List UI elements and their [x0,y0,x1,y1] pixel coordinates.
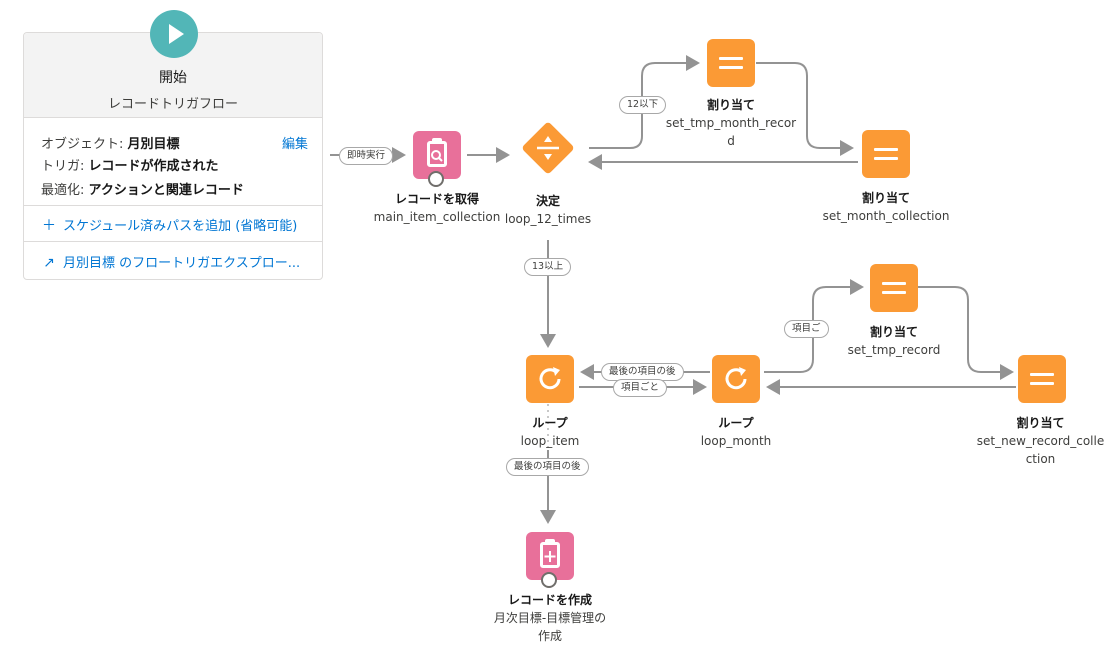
equals-icon [1030,373,1054,376]
optimize-label: 最適化: [41,183,85,198]
immediate-path-label[interactable]: 即時実行 [339,147,394,165]
loop-item-node[interactable] [526,355,574,403]
loop-item-label: ループ loop_item [490,414,610,450]
assign-tmp-record-node[interactable] [870,264,918,312]
optimize-value: アクションと関連レコード [88,183,244,198]
loop-item-title: ループ [532,416,568,430]
loop-icon [539,367,561,390]
equals-icon [719,57,743,60]
decision-api: loop_12_times [504,212,592,226]
card-divider [24,205,322,206]
object-value: 月別目標 [127,137,180,152]
ge13-outcome-label[interactable]: 13以上 [524,258,572,276]
assign-month-collection-node[interactable] [862,130,910,178]
plus-icon: ＋ [42,218,56,234]
add-scheduled-path-link[interactable]: ＋ スケジュール済みパスを追加 (省略可能) [41,215,297,235]
get-records-title: レコードを取得 [394,192,479,206]
assign-new-record-label: 割り当て set_new_record_colle ction [967,414,1114,468]
start-subtitle: レコードトリガフロー [107,97,238,112]
equals-icon [1030,382,1054,385]
loop-month-title: ループ [718,416,754,430]
clipboard-icon [540,542,560,568]
start-card[interactable]: 開始 レコードトリガフロー オブジェクト: 月別目標 編集 トリガ: レコードが… [23,10,323,280]
edge-assign3-assign4 [918,286,1014,380]
create-records-api-cont: 作成 [537,629,562,643]
loop-month-api: loop_month [700,434,772,448]
get-records-api: main_item_collection [373,210,501,224]
edit-link[interactable]: 編集 [281,137,308,152]
clipboard-icon [427,141,447,167]
loop-month-label: ループ loop_month [676,414,796,450]
plus-icon [544,551,556,562]
assign-tmp-month-title: 割り当て [706,98,755,112]
assign-new-record-title: 割り当て [1016,416,1065,430]
assign-month-collection-title: 割り当て [861,191,910,205]
card-divider [24,241,322,242]
assign-month-collection-api: set_month_collection [822,209,950,223]
trigger-row: トリガ: レコードが作成された [41,155,219,174]
object-row: オブジェクト: 月別目標 [41,133,180,152]
equals-icon [874,157,898,160]
trigger-value: レコードが作成された [88,159,219,174]
start-title: 開始 [159,70,187,86]
create-records-title: レコードを作成 [507,593,592,607]
le12-outcome-label[interactable]: 12以下 [619,96,667,114]
equals-icon [874,148,898,151]
external-link-icon: ↗ [43,255,55,271]
edge-assign1-assign2 [756,62,854,156]
search-icon [431,150,443,162]
assign-new-record-api-cont: ction [1025,452,1056,466]
assign-new-record-node[interactable] [1018,355,1066,403]
loop-month-node[interactable] [712,355,760,403]
create-records-label: レコードを作成 月次目標-目標管理の 作成 [470,591,630,645]
node-connector-handle[interactable] [541,572,557,588]
assign-new-record-api: set_new_record_colle [976,434,1105,448]
loop-item-api: loop_item [520,434,580,448]
play-icon[interactable] [150,10,198,58]
assign-tmp-month-label: 割り当て set_tmp_month_recor d [651,96,811,150]
explorer-text: 月別目標 のフロートリガエクスプロー... [63,256,301,271]
assign-tmp-record-label: 割り当て set_tmp_record [814,323,974,359]
assign-tmp-record-api: set_tmp_record [847,343,941,357]
after-last-item-label[interactable]: 最後の項目の後 [506,458,589,476]
create-records-api: 月次目標-目標管理の [493,611,607,625]
each-item-inner-label[interactable]: 項目ご [784,320,829,338]
decision-title: 決定 [535,194,560,208]
get-records-label: レコードを取得 main_item_collection [357,190,517,226]
node-connector-handle[interactable] [428,171,444,187]
assign-tmp-month-api-cont: d [727,134,735,148]
decision-label: 決定 loop_12_times [488,192,608,228]
decision-icon [537,136,559,160]
assign-tmp-month-node[interactable] [707,39,755,87]
equals-icon [719,66,743,69]
assign-tmp-month-api: set_tmp_month_recor [665,116,797,130]
object-label: オブジェクト: [41,137,124,152]
trigger-label: トリガ: [41,159,85,174]
add-path-text: スケジュール済みパスを追加 (省略可能) [63,219,298,234]
equals-icon [882,291,906,294]
equals-icon [882,282,906,285]
optimize-row: 最適化: アクションと関連レコード [41,179,244,198]
trigger-explorer-link[interactable]: ↗ 月別目標 のフロートリガエクスプロー... [41,252,300,271]
loop-icon [725,367,747,390]
each-item-month-label[interactable]: 項目ごと [613,379,668,397]
assign-tmp-record-title: 割り当て [869,325,918,339]
assign-month-collection-label: 割り当て set_month_collection [806,189,966,225]
